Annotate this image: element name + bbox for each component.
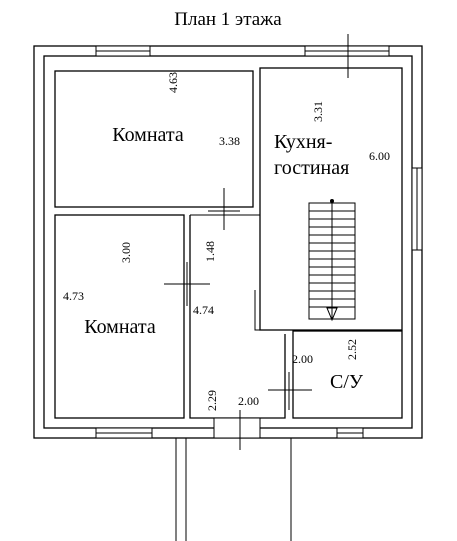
- dim-corridor-upper: 1.48: [203, 241, 217, 262]
- dim-bottom-room-width: 4.73: [63, 289, 84, 303]
- window-top-left: [95, 45, 151, 57]
- dim-top-room-width: 3.38: [219, 134, 240, 148]
- room-bathroom: [292, 330, 403, 419]
- plan-title: План 1 этажа: [174, 9, 282, 30]
- label-room-bottom: Комната: [84, 316, 156, 338]
- dim-kitchen-height: 3.31: [311, 101, 325, 122]
- label-room-top: Комната: [112, 124, 184, 146]
- dim-corridor-length: 4.74: [193, 303, 214, 317]
- door-kitchen-top: [332, 34, 364, 78]
- stair-arrow: [326, 307, 338, 322]
- door-top-left-room: [208, 188, 240, 230]
- door-bathroom: [268, 372, 312, 410]
- stair-start-dot: [330, 199, 334, 203]
- dim-kitchen-width: 6.00: [369, 149, 390, 163]
- window-top-right: [304, 45, 390, 57]
- door-bottom-left-room: [164, 262, 210, 306]
- dim-bathroom-height: 2.52: [345, 339, 359, 360]
- dim-top-room-height: 4.63: [166, 72, 180, 93]
- label-bathroom: С/У: [330, 371, 364, 393]
- window-bottom-right: [336, 427, 364, 439]
- room-top-left: [54, 70, 254, 208]
- staircase: [308, 199, 356, 322]
- window-bottom-left: [95, 427, 153, 439]
- window-right: [411, 167, 423, 251]
- entrance-door: [213, 417, 261, 439]
- label-kitchen-line1: Кухня-: [274, 131, 332, 153]
- dim-bottom-room-height: 3.00: [119, 242, 133, 263]
- dim-hall-width: 2.00: [238, 394, 259, 408]
- dim-bathroom-width: 2.00: [292, 352, 313, 366]
- room-bottom-left: [54, 214, 185, 419]
- label-kitchen-line2: гостиная: [274, 157, 349, 179]
- dim-hall-height: 2.29: [205, 390, 219, 411]
- outer-wall-outer: [33, 45, 423, 439]
- stair-landing: [254, 290, 402, 331]
